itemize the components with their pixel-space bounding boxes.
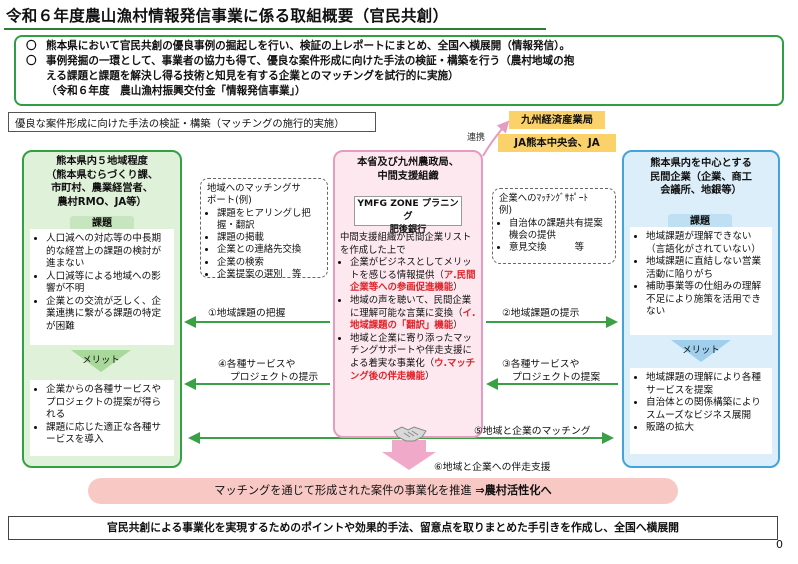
left-panel-title: 熊本県内５地域程度 （熊本県むらづくり課、 市町村、農業経営者、 農村RMO、J… bbox=[28, 155, 176, 209]
center-item-function: イ.地域課題の「翻訳」機能 bbox=[350, 307, 476, 332]
outcome-bar: マッチングを通じて形成された案件の事業化を推進 ⇒農村活性化へ bbox=[88, 478, 678, 504]
list-item: 人口減等による地域への影響が不明 bbox=[46, 271, 170, 296]
left-support-box: 地域へのマッチングサ ポート(例) 課題をヒアリングし把握・翻訳 課題の掲載 企… bbox=[200, 178, 328, 281]
outcome-goal: 農村活性化へ bbox=[484, 484, 552, 497]
left-merits-box: 企業からの各種サービスやプロジェクトの提案が得られる 課題に応じた適正な各種サー… bbox=[30, 380, 174, 456]
center-item-tail: ） bbox=[453, 320, 463, 332]
ja-box: JA熊本中央会、JA bbox=[498, 134, 616, 152]
list-item: 販路の拡大 bbox=[646, 422, 768, 435]
center-item-tail: ） bbox=[425, 370, 435, 382]
left-title-line: 農村RMO、JA等） bbox=[57, 196, 147, 208]
left-issues-box: 人口減への対応等の中長期的な経営上の課題の検討が進まない 人口減等による地域への… bbox=[30, 229, 174, 345]
outcome-arrow: ⇒ bbox=[475, 484, 485, 497]
ymfg-bank: 肥後銀行 bbox=[389, 224, 427, 235]
center-item-function: ウ.マッチング後の伴走機能 bbox=[350, 357, 476, 382]
center-title-line: 中間支援組織 bbox=[377, 170, 439, 182]
center-item-text: 地域と企業に寄り添ったマッチングサポートや伴走支援による着実な事業化（ bbox=[350, 332, 472, 369]
flow-2-label: ②地域課題の提示 bbox=[502, 308, 580, 319]
list-item: 地域課題の理解により各種サービスを提案 bbox=[646, 372, 768, 397]
bullet-marker: 〇 bbox=[26, 55, 37, 67]
flow-3-label-a: ③各種サービスや bbox=[502, 359, 580, 370]
list-item: 企業との交流が乏しく、企業連携に繋がる課題の特定が困難 bbox=[46, 296, 170, 334]
right-merit-chevron bbox=[671, 340, 731, 362]
center-intro: 中間支援組織が民間企業リストを作成した上で bbox=[340, 232, 472, 256]
renkei-connector bbox=[482, 120, 510, 157]
center-item-function: ア.民間企業等への参画促進機能 bbox=[350, 269, 476, 294]
right-support-line: 例) bbox=[499, 205, 513, 217]
right-panel-title: 熊本県内を中心とする 民間企業（企業、商工 会議所、地銀等） bbox=[628, 157, 774, 198]
summary-box: 〇熊本県において官民共創の優良事例の掘起しを行い、検証の上レポートにまとめ、全国… bbox=[14, 35, 784, 106]
flow-4-label-b: プロジェクトの提示 bbox=[230, 372, 319, 383]
ymfg-box: YMFG ZONE プラニング 肥後銀行 bbox=[354, 196, 462, 235]
ymfg-suffix: プラニング bbox=[403, 198, 459, 222]
ymfg-name: YMFG ZONE bbox=[357, 198, 419, 209]
left-merit-label: メリット bbox=[82, 355, 120, 366]
list-item: 自治体の課題共有提案機会の提供 bbox=[509, 218, 611, 243]
center-item-tail: ） bbox=[453, 282, 463, 294]
list-item: 補助事業等の仕組みの理解不足により施策を活用できない bbox=[646, 281, 768, 319]
summary-line-2b: える課題と課題を解決し得る技術と知見を有する企業とのマッチングを試行的に実施） bbox=[46, 70, 459, 82]
right-title-line: 民間企業（企業、商工 bbox=[650, 171, 752, 183]
center-item-text: 企業がビジネスとしてメリットを感じる情報提供（ bbox=[350, 257, 472, 281]
page-number: 0 bbox=[776, 538, 783, 551]
list-item: 地域の声を聴いて、民間企業に理解可能な言葉に変換（イ.地域課題の「翻訳」機能） bbox=[350, 295, 480, 333]
center-panel-title: 本省及び九州農政局、 中間支援組織 bbox=[338, 156, 478, 183]
list-item: 地域課題が理解できない（言語化がされていない） bbox=[646, 231, 768, 256]
outcome-text: マッチングを通じて形成された案件の事業化を推進 bbox=[214, 484, 472, 497]
left-title-line: 市町村、農業経営者、 bbox=[51, 183, 153, 194]
title-underline bbox=[4, 28, 546, 30]
right-merit-label: メリット bbox=[682, 345, 720, 356]
list-item: 課題をヒアリングし把握・翻訳 bbox=[217, 208, 323, 233]
bullet-marker: 〇 bbox=[26, 40, 37, 52]
flow-4-label-a: ④各種サービスや bbox=[218, 359, 296, 370]
right-title-line: 熊本県内を中心とする bbox=[650, 158, 752, 169]
list-item: 意見交換 等 bbox=[509, 242, 611, 254]
list-item: 企業との連絡先交換 bbox=[217, 244, 323, 256]
center-down-arrow bbox=[382, 440, 436, 470]
list-item: 人口減への対応等の中長期的な経営上の課題の検討が進まない bbox=[46, 233, 170, 271]
summary-line-2a: 事例発掘の一環として、事業者の協力も得て、優良な案件形成に向けた手法の検証・構築… bbox=[46, 55, 575, 67]
summary-funding: （令和６年度 農山漁村振興交付金「情報発信事業」） bbox=[46, 85, 306, 97]
list-item: 課題の掲載 bbox=[217, 232, 323, 244]
flow-5-label: ⑤地域と企業のマッチング bbox=[474, 426, 591, 437]
kyushu-meti-box: 九州経済産業局 bbox=[509, 111, 605, 129]
list-item: 地域課題に直結しない営業活動に陥りがち bbox=[646, 256, 768, 281]
right-title-line: 会議所、地銀等） bbox=[660, 185, 742, 196]
list-item: 企業がビジネスとしてメリットを感じる情報提供（ア.民間企業等への参画促進機能） bbox=[350, 257, 480, 295]
conclusion-box: 官民共創による事業化を実現するためのポイントや効果的手法、留意点を取りまとめた手… bbox=[8, 516, 778, 540]
left-support-line: ポート(例) bbox=[207, 195, 252, 207]
list-item: 自治体との関係構築によりスムーズなビジネス展開 bbox=[646, 397, 768, 422]
right-support-line: 企業へのﾏｯﾁﾝｸﾞｻﾎﾟｰﾄ bbox=[499, 193, 589, 204]
center-item-text: 地域の声を聴いて、民間企業に理解可能な言葉に変換（ bbox=[350, 294, 472, 319]
left-title-line: 熊本県内５地域程度 bbox=[56, 156, 148, 167]
list-item: 課題に応じた適正な各種サービスを導入 bbox=[46, 422, 170, 447]
method-box: 優良な案件形成に向けた手法の検証・構築（マッチングの施行的実施） bbox=[8, 112, 376, 132]
center-body: 中間支援組織が民間企業リストを作成した上で 企業がビジネスとしてメリットを感じる… bbox=[340, 232, 480, 383]
left-issues-label: 課題 bbox=[70, 216, 134, 231]
right-issues-box: 地域課題が理解できない（言語化がされていない） 地域課題に直結しない営業活動に陥… bbox=[630, 227, 772, 335]
page-title: 令和６年度農山漁村情報発信事業に係る取組概要（官民共創） bbox=[6, 7, 449, 25]
list-item: 企業からの各種サービスやプロジェクトの提案が得られる bbox=[46, 384, 170, 422]
center-title-line: 本省及び九州農政局、 bbox=[357, 157, 459, 168]
flow-3-label-b: プロジェクトの提案 bbox=[512, 372, 601, 383]
right-issues-label: 課題 bbox=[668, 214, 732, 229]
list-item: 地域と企業に寄り添ったマッチングサポートや伴走支援による着実な事業化（ウ.マッチ… bbox=[350, 333, 480, 383]
left-title-line: （熊本県むらづくり課、 bbox=[45, 169, 159, 181]
summary-line-1: 熊本県において官民共創の優良事例の掘起しを行い、検証の上レポートにまとめ、全国へ… bbox=[46, 40, 571, 52]
right-support-box: 企業へのﾏｯﾁﾝｸﾞｻﾎﾟｰﾄ 例) 自治体の課題共有提案機会の提供 意見交換 … bbox=[492, 188, 616, 264]
list-item: 企業の検索 bbox=[217, 257, 323, 269]
right-merits-box: 地域課題の理解により各種サービスを提案 自治体との関係構築によりスムーズなビジネ… bbox=[630, 368, 772, 454]
handshake-icon bbox=[393, 426, 427, 442]
flow-6-label: ⑥地域と企業への伴走支援 bbox=[434, 462, 551, 473]
renkei-label: 連携 bbox=[467, 133, 486, 143]
list-item: 企業提案の選別 等 bbox=[217, 269, 323, 281]
flow-1-label: ①地域課題の把握 bbox=[208, 308, 286, 319]
left-support-line: 地域へのマッチングサ bbox=[207, 183, 301, 194]
left-merit-chevron bbox=[71, 350, 131, 372]
